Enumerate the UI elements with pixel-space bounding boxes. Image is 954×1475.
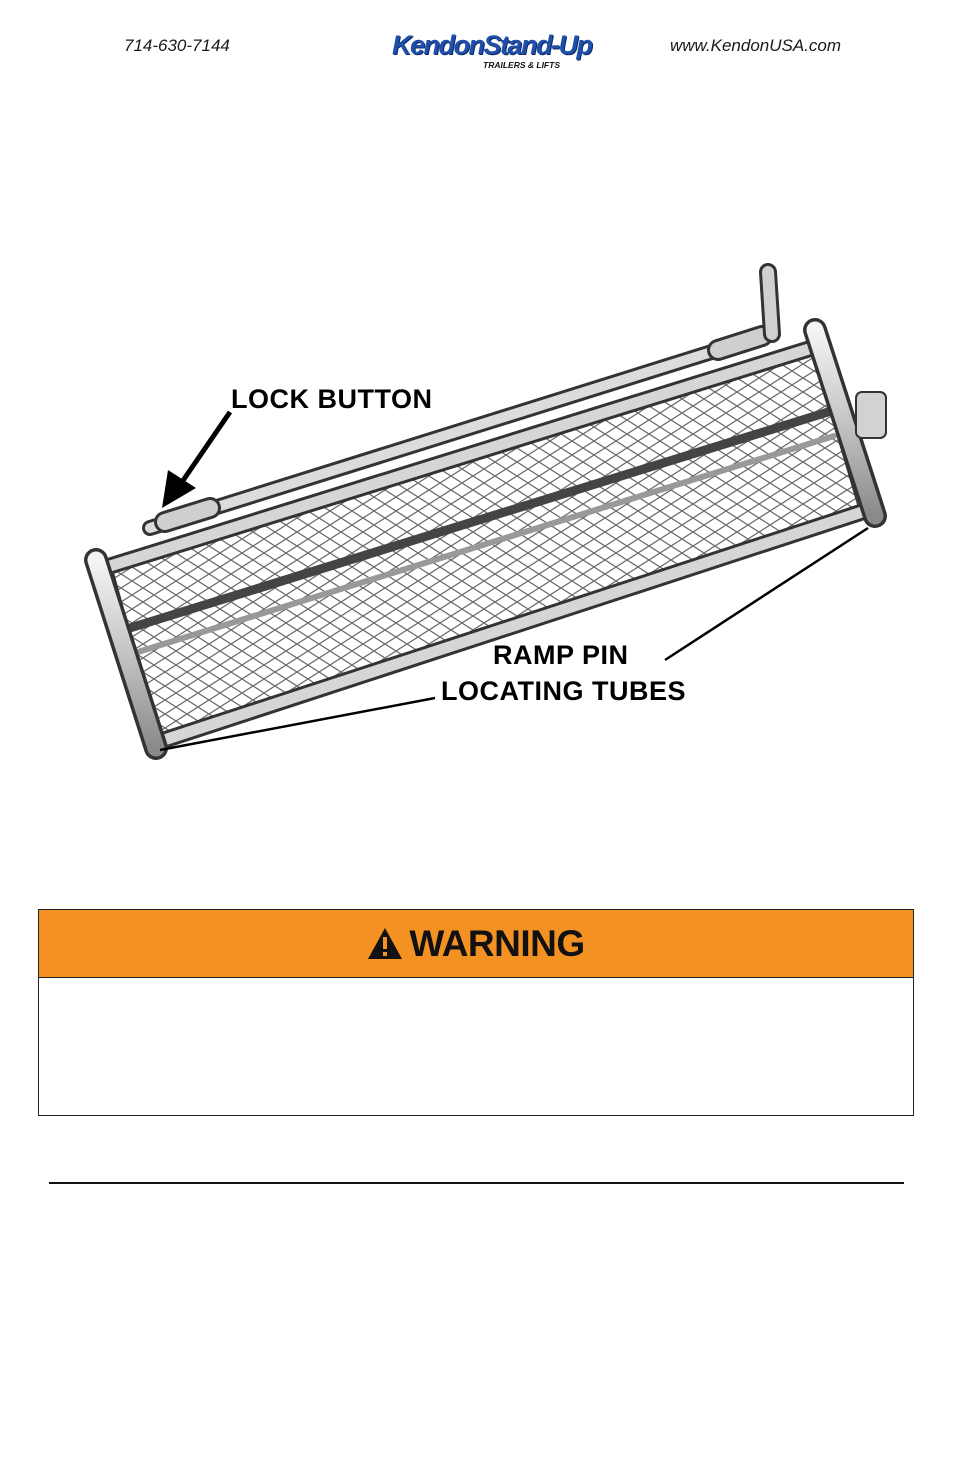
ramp-pin-locating-tube-right [806,321,884,525]
handle-sleeve [157,500,218,530]
ramp-bottom-rail [152,506,868,748]
ramp-top-rail [104,342,818,572]
ramp-cross-bar [125,407,833,633]
logo-brand: KendonStand-Up [392,30,593,60]
callout-lock-button: LOCK BUTTON [231,384,433,414]
warning-box: WARNING [38,909,914,1116]
warning-header: WARNING [39,910,913,978]
warning-title: WARNING [409,922,585,964]
callout-ramp-pin: RAMP PIN [493,640,629,670]
handle-bar [145,335,755,533]
warning-body [39,978,913,1117]
ramp-pin-leader [664,526,869,662]
kendon-logo: KendonStand-Up TRAILERS & LIFTS [392,30,593,76]
warning-triangle-icon [368,928,403,959]
ramp-pin-locating-tube-left [87,551,165,757]
header-phone: 714-630-7144 [124,36,230,55]
handle-grip [762,266,778,340]
lock-button-arrowhead [162,470,196,508]
handle-sleeve [710,328,770,358]
callout-locating-tubes: LOCATING TUBES [441,676,686,706]
hinge-bracket [855,391,887,439]
horizontal-divider [49,1182,904,1184]
logo-tagline: TRAILERS & LIFTS [483,60,560,70]
locating-tubes-leader [159,696,436,752]
ramp-cross-bar [135,433,837,655]
header-website: www.KendonUSA.com [670,36,842,55]
lock-button-arrow [179,410,233,484]
ramp-illustration [84,263,887,760]
